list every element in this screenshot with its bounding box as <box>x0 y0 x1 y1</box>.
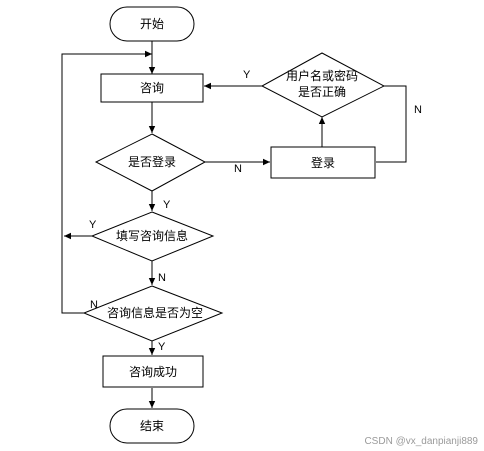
end-node: 结束 <box>109 408 195 444</box>
login-node: 登录 <box>270 146 376 179</box>
fill-info-decision: 填写咨询信息 <box>90 211 215 262</box>
edge-label-empty-yes: Y <box>158 341 166 353</box>
success-node-label: 咨询成功 <box>129 364 177 379</box>
start-node: 开始 <box>109 6 195 42</box>
login-node-label: 登录 <box>311 155 335 170</box>
edges <box>61 41 407 408</box>
edge-label-fill-no: N <box>158 272 166 284</box>
info-empty-decision: 咨询信息是否为空 <box>82 285 224 342</box>
edge-label-empty-no: N <box>90 299 98 311</box>
edge-label-fill-yes: Y <box>89 219 97 231</box>
check-credentials-decision: 用户名或密码 是否正确 <box>260 52 386 118</box>
end-node-label: 结束 <box>140 419 164 433</box>
edge-login-to-check-credentials <box>376 85 407 163</box>
edge-info-empty-loop-back <box>61 50 152 314</box>
success-node: 咨询成功 <box>102 355 204 388</box>
is-logged-in-label: 是否登录 <box>128 154 176 169</box>
consult-node-label: 咨询 <box>140 80 164 95</box>
start-node-label: 开始 <box>140 17 164 31</box>
edge-label-credentials-yes: Y <box>243 69 251 81</box>
is-logged-in-decision: 是否登录 <box>94 133 207 192</box>
fill-info-label: 填写咨询信息 <box>116 228 188 243</box>
csdn-watermark: CSDN @vx_danpianji889 <box>364 436 478 447</box>
edge-label-logged-in-yes: Y <box>163 199 171 211</box>
check-credentials-label-line2: 是否正确 <box>298 85 346 99</box>
edge-label-credentials-no: N <box>414 104 422 116</box>
info-empty-label: 咨询信息是否为空 <box>107 305 203 320</box>
check-credentials-label-line1: 用户名或密码 <box>286 68 358 83</box>
consult-node: 咨询 <box>100 73 204 103</box>
edge-label-logged-in-no: N <box>234 163 242 175</box>
